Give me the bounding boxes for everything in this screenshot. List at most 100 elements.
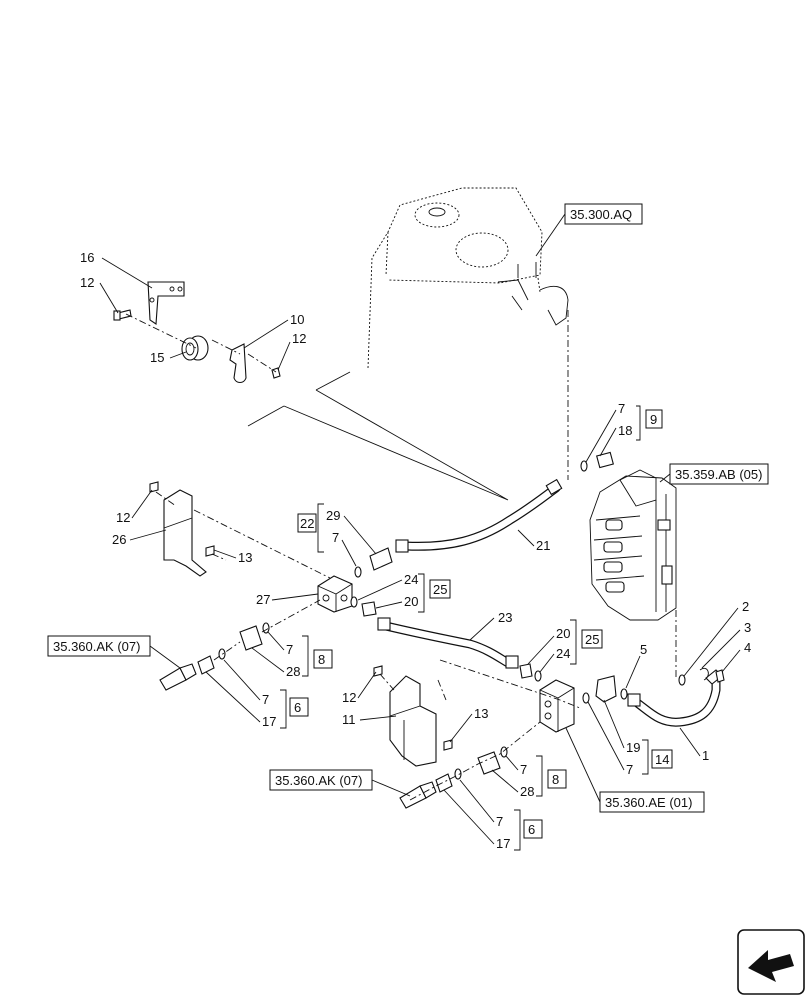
- svg-text:35.360.AE (01): 35.360.AE (01): [605, 795, 692, 810]
- fitting-29: [354, 547, 393, 578]
- clamp-bracket-16: [147, 281, 185, 325]
- label-7: 7: [618, 401, 625, 416]
- clamp-10: [229, 343, 247, 384]
- ref-box-8[interactable]: 8: [313, 649, 333, 669]
- bracket-22: [317, 503, 324, 553]
- label-17: 17: [262, 714, 276, 729]
- ref-ak-bottom[interactable]: 35.360.AK (07): [269, 769, 411, 797]
- ref-ak-top[interactable]: 35.360.AK (07): [47, 635, 181, 669]
- svg-text:6: 6: [528, 822, 535, 837]
- svg-text:25: 25: [585, 632, 599, 647]
- svg-text:8: 8: [318, 652, 325, 667]
- fitting-20-top: [350, 596, 377, 617]
- hose-21: [395, 478, 563, 553]
- section-cut-lines: [247, 371, 509, 501]
- bracket-9: [636, 405, 641, 441]
- ref-box-8[interactable]: 8: [547, 769, 567, 789]
- label-21: 21: [536, 538, 550, 553]
- label-17: 17: [496, 836, 510, 851]
- ref-box-6[interactable]: 6: [289, 697, 309, 717]
- label-12: 12: [116, 510, 130, 525]
- centerline-bracket-11: [379, 673, 447, 701]
- svg-text:35.300.AQ: 35.300.AQ: [570, 207, 632, 222]
- ref-box-6[interactable]: 6: [523, 819, 543, 839]
- label-2: 2: [742, 599, 749, 614]
- label-27: 27: [256, 592, 270, 607]
- svg-text:35.360.AK (07): 35.360.AK (07): [275, 773, 362, 788]
- ref-ae[interactable]: 35.360.AE (01): [565, 727, 705, 813]
- elbow-fitting-19: [582, 675, 617, 704]
- bracket-8a: [302, 635, 309, 677]
- bracket-11: [373, 665, 453, 767]
- label-23: 23: [498, 610, 512, 625]
- ref-box-25[interactable]: 25: [581, 629, 603, 649]
- label-12: 12: [292, 331, 306, 346]
- control-valve: [589, 469, 677, 621]
- hose-23: [377, 617, 519, 669]
- bolt-4: [715, 669, 725, 683]
- centerline-block: [439, 659, 581, 709]
- label-10: 10: [290, 312, 304, 327]
- label-5: 5: [640, 642, 647, 657]
- label-7: 7: [496, 814, 503, 829]
- seal-5: [620, 688, 628, 700]
- centerline-bottom-fittings: [409, 721, 541, 801]
- label-18: 18: [618, 423, 632, 438]
- bracket-25a: [418, 573, 425, 613]
- fitting-17-top: [197, 648, 226, 675]
- label-28: 28: [286, 664, 300, 679]
- arrow-icon: [737, 929, 805, 995]
- pipe-stub-top: [159, 663, 197, 691]
- label-3: 3: [744, 620, 751, 635]
- bracket-8b: [536, 755, 543, 797]
- svg-text:8: 8: [552, 772, 559, 787]
- label-26: 26: [112, 532, 126, 547]
- valve-block-ae: [539, 679, 575, 733]
- label-28: 28: [520, 784, 534, 799]
- svg-text:22: 22: [300, 516, 314, 531]
- ref-box-9[interactable]: 9: [645, 409, 663, 429]
- manifold-block-27: [317, 575, 353, 613]
- svg-text:6: 6: [294, 700, 301, 715]
- label-7: 7: [520, 762, 527, 777]
- label-7: 7: [286, 642, 293, 657]
- label-7: 7: [262, 692, 269, 707]
- label-24: 24: [404, 572, 418, 587]
- clip-3: [699, 668, 709, 681]
- fitting-18: [580, 451, 614, 472]
- label-13: 13: [474, 706, 488, 721]
- label-16: 16: [80, 250, 94, 265]
- label-19: 19: [626, 740, 640, 755]
- label-12: 12: [80, 275, 94, 290]
- pipe-stub-bottom: [399, 781, 437, 809]
- svg-text:35.359.AB (05): 35.359.AB (05): [675, 467, 762, 482]
- bolt-12b: [271, 367, 281, 379]
- label-7: 7: [626, 762, 633, 777]
- ref-box-14[interactable]: 14: [651, 749, 673, 769]
- ref-tank[interactable]: 35.300.AQ: [535, 203, 643, 257]
- ref-valve[interactable]: 35.359.AB (05): [659, 463, 769, 485]
- bracket-26: [149, 481, 215, 577]
- label-1: 1: [702, 748, 709, 763]
- label-7: 7: [332, 530, 339, 545]
- svg-text:14: 14: [655, 752, 669, 767]
- label-20: 20: [556, 626, 570, 641]
- label-11: 11: [342, 712, 356, 727]
- fitting-20-lower: [519, 663, 542, 682]
- bracket-6a: [280, 689, 287, 729]
- hose-1: [627, 669, 723, 727]
- label-15: 15: [150, 350, 164, 365]
- label-4: 4: [744, 640, 751, 655]
- ref-box-25[interactable]: 25: [429, 579, 451, 599]
- label-29: 29: [326, 508, 340, 523]
- label-20: 20: [404, 594, 418, 609]
- bracket-25b: [570, 619, 577, 665]
- centerline-bracket: [155, 491, 331, 579]
- fitting-2: [678, 674, 686, 686]
- bracket-6b: [514, 809, 521, 851]
- svg-text:35.360.AK (07): 35.360.AK (07): [53, 639, 140, 654]
- hydraulic-tank: [367, 187, 569, 369]
- ref-box-22[interactable]: 22: [297, 513, 317, 533]
